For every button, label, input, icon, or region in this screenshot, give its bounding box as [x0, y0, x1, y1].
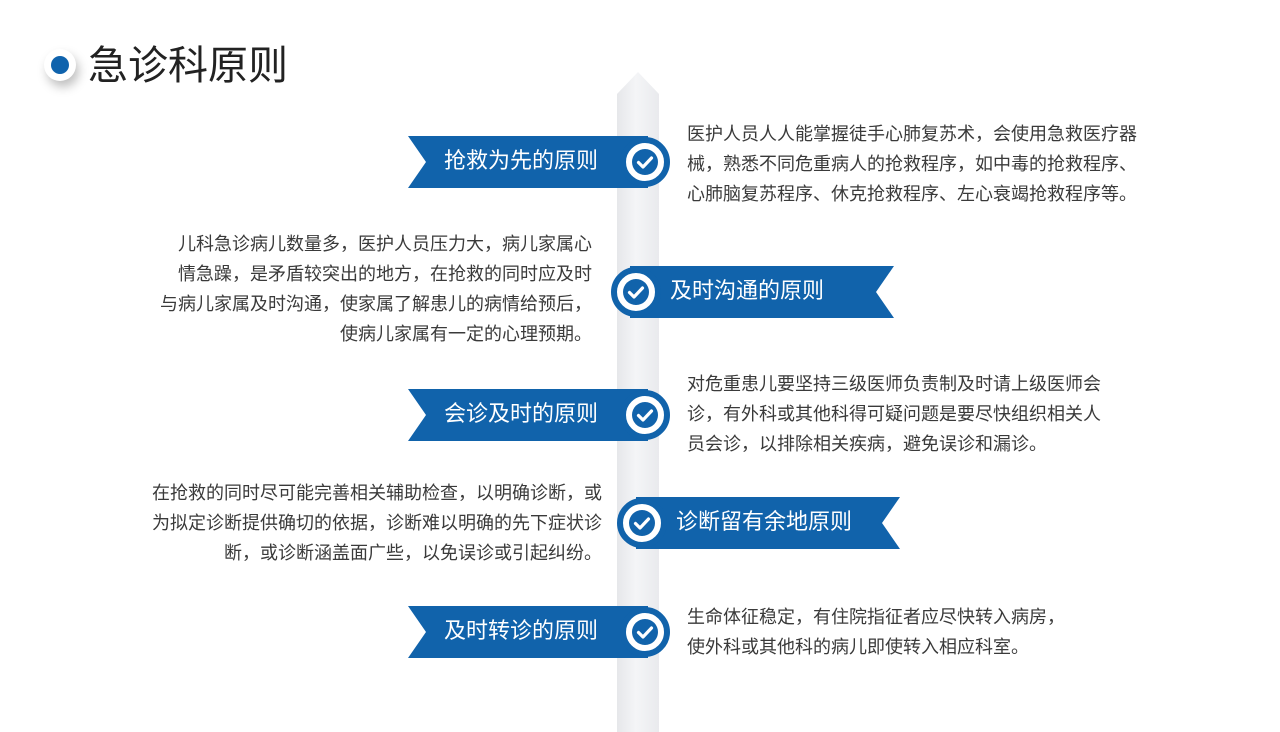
desc-line: 使外科或其他科的病儿即使转入相应科室。: [687, 637, 1029, 658]
principle-desc-5: 生命体征稳定，有住院指征者应尽快转入病房， 使外科或其他科的病儿即使转入相应科室…: [687, 603, 1065, 663]
desc-line: 为拟定诊断提供确切的依据，诊断难以明确的先下症状诊: [152, 513, 602, 534]
principle-ribbon-5: 及时转诊的原则: [408, 606, 648, 658]
title-bullet-icon: [44, 49, 76, 81]
desc-line: 在抢救的同时尽可能完善相关辅助检查，以明确诊断，或: [152, 483, 602, 504]
desc-line: 情急躁，是矛盾较突出的地方，在抢救的同时应及时: [178, 264, 592, 285]
principle-ribbon-1: 抢救为先的原则: [408, 136, 648, 188]
principle-desc-1: 医护人员人人能掌握徒手心肺复苏术，会使用急救医疗器 械，熟悉不同危重病人的抢救程…: [687, 120, 1137, 210]
principle-desc-2: 儿科急诊病儿数量多，医护人员压力大，病儿家属心 情急躁，是矛盾较突出的地方，在抢…: [160, 230, 592, 350]
principle-label-1: 抢救为先的原则: [444, 149, 599, 174]
desc-line: 员会诊，以排除相关疾病，避免误诊和漏诊。: [687, 434, 1047, 455]
desc-line: 儿科急诊病儿数量多，医护人员压力大，病儿家属心: [178, 234, 592, 255]
principle-ribbon-3: 会诊及时的原则: [408, 389, 648, 441]
principle-desc-4: 在抢救的同时尽可能完善相关辅助检查，以明确诊断，或 为拟定诊断提供确切的依据，诊…: [152, 479, 602, 569]
desc-line: 心肺脑复苏程序、休克抢救程序、左心衰竭抢救程序等。: [687, 184, 1137, 205]
page-title: 急诊科原则: [88, 43, 288, 89]
check-circle-icon: [620, 607, 670, 657]
check-circle-icon: [620, 137, 670, 187]
principle-ribbon-2: 及时沟通的原则: [630, 266, 894, 318]
desc-line: 断，或诊断涵盖面广些，以免误诊或引起纠纷。: [224, 543, 602, 564]
desc-line: 对危重患儿要坚持三级医师负责制及时请上级医师会: [687, 374, 1101, 395]
desc-line: 医护人员人人能掌握徒手心肺复苏术，会使用急救医疗器: [687, 124, 1137, 145]
desc-line: 械，熟悉不同危重病人的抢救程序，如中毒的抢救程序、: [687, 154, 1137, 175]
desc-line: 诊，有外科或其他科得可疑问题是要尽快组织相关人: [687, 404, 1101, 425]
principle-desc-3: 对危重患儿要坚持三级医师负责制及时请上级医师会 诊，有外科或其他科得可疑问题是要…: [687, 370, 1101, 460]
principle-label-4: 诊断留有余地原则: [676, 510, 853, 535]
desc-line: 使病儿家属有一定的心理预期。: [340, 324, 592, 345]
principle-ribbon-4: 诊断留有余地原则: [636, 497, 900, 549]
desc-line: 生命体征稳定，有住院指征者应尽快转入病房，: [687, 607, 1065, 628]
principle-label-5: 及时转诊的原则: [444, 619, 599, 644]
check-circle-icon: [617, 498, 667, 548]
check-circle-icon: [611, 267, 661, 317]
check-circle-icon: [620, 390, 670, 440]
desc-line: 与病儿家属及时沟通，使家属了解患儿的病情给预后，: [160, 294, 592, 315]
principle-label-2: 及时沟通的原则: [670, 279, 825, 304]
principle-label-3: 会诊及时的原则: [444, 402, 599, 427]
